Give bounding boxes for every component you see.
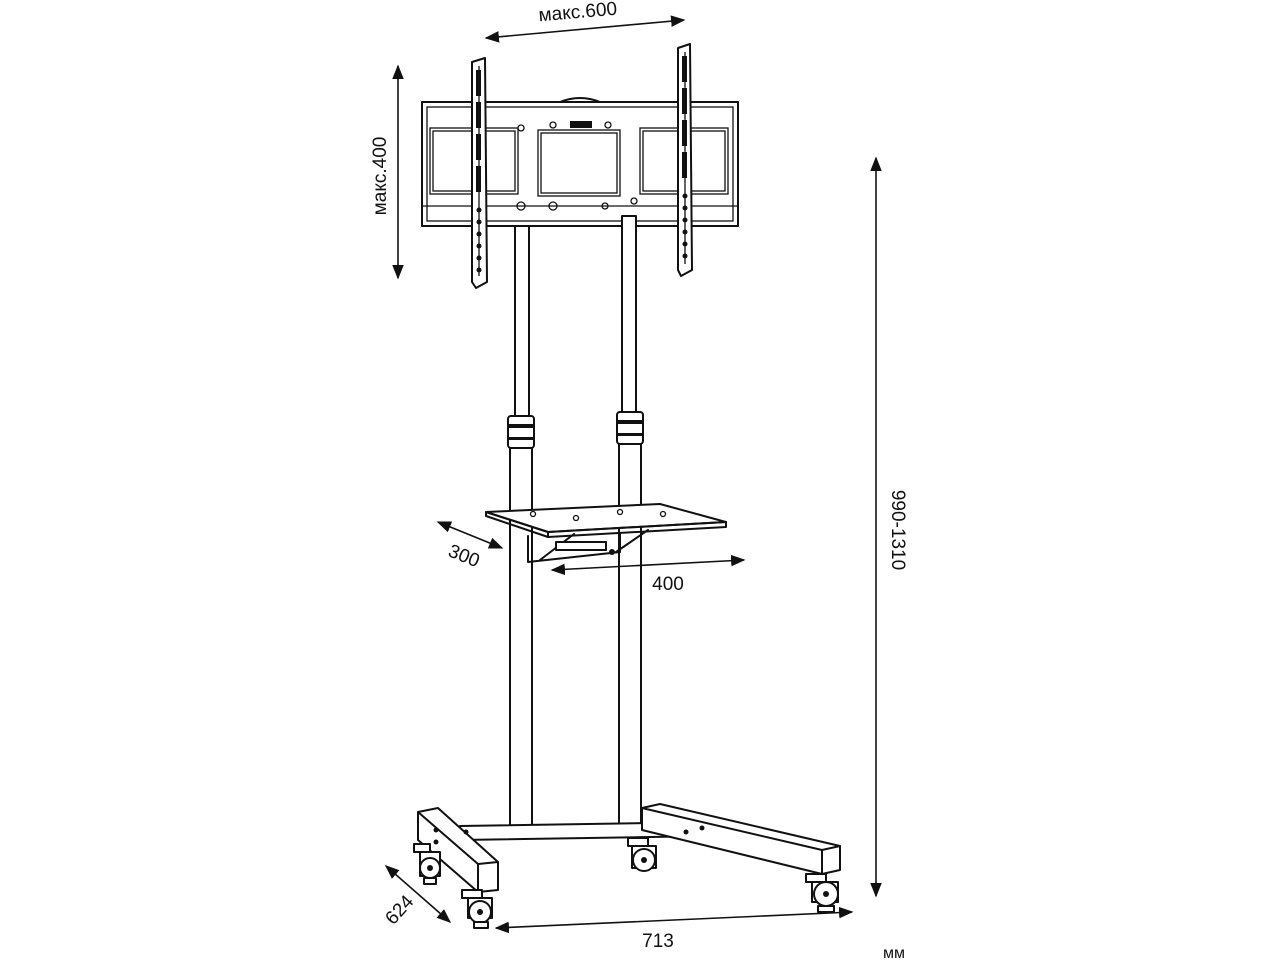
label-base-width: 713 [642, 931, 674, 952]
caster-left-front [461, 889, 493, 929]
dim-shelf-depth [436, 521, 504, 549]
pole-left-upper [514, 225, 530, 417]
vesa-arm-left [471, 57, 488, 289]
caster-right-front [805, 873, 839, 913]
vesa-arm-right [677, 43, 693, 277]
base-frame [417, 803, 841, 893]
label-base-depth: 624 [382, 891, 419, 929]
label-units: мм [883, 945, 905, 960]
label-total-height: 990-1310 [887, 490, 908, 570]
caster-right-back [627, 837, 657, 872]
dim-base-width [494, 906, 854, 934]
label-shelf-width: 400 [652, 574, 684, 595]
height-collar-left [507, 415, 535, 449]
pole-left-lower [509, 447, 533, 829]
pole-right-upper [621, 215, 637, 413]
label-mount-height: макс.400 [370, 137, 391, 216]
label-shelf-depth: 300 [445, 541, 482, 572]
label-mount-width: макс.600 [538, 0, 618, 26]
pole-right-lower [618, 443, 642, 825]
dim-shelf-width [550, 554, 746, 576]
dim-base-depth [384, 865, 452, 923]
dim-mount-width [484, 15, 686, 43]
height-collar-right [616, 411, 644, 445]
